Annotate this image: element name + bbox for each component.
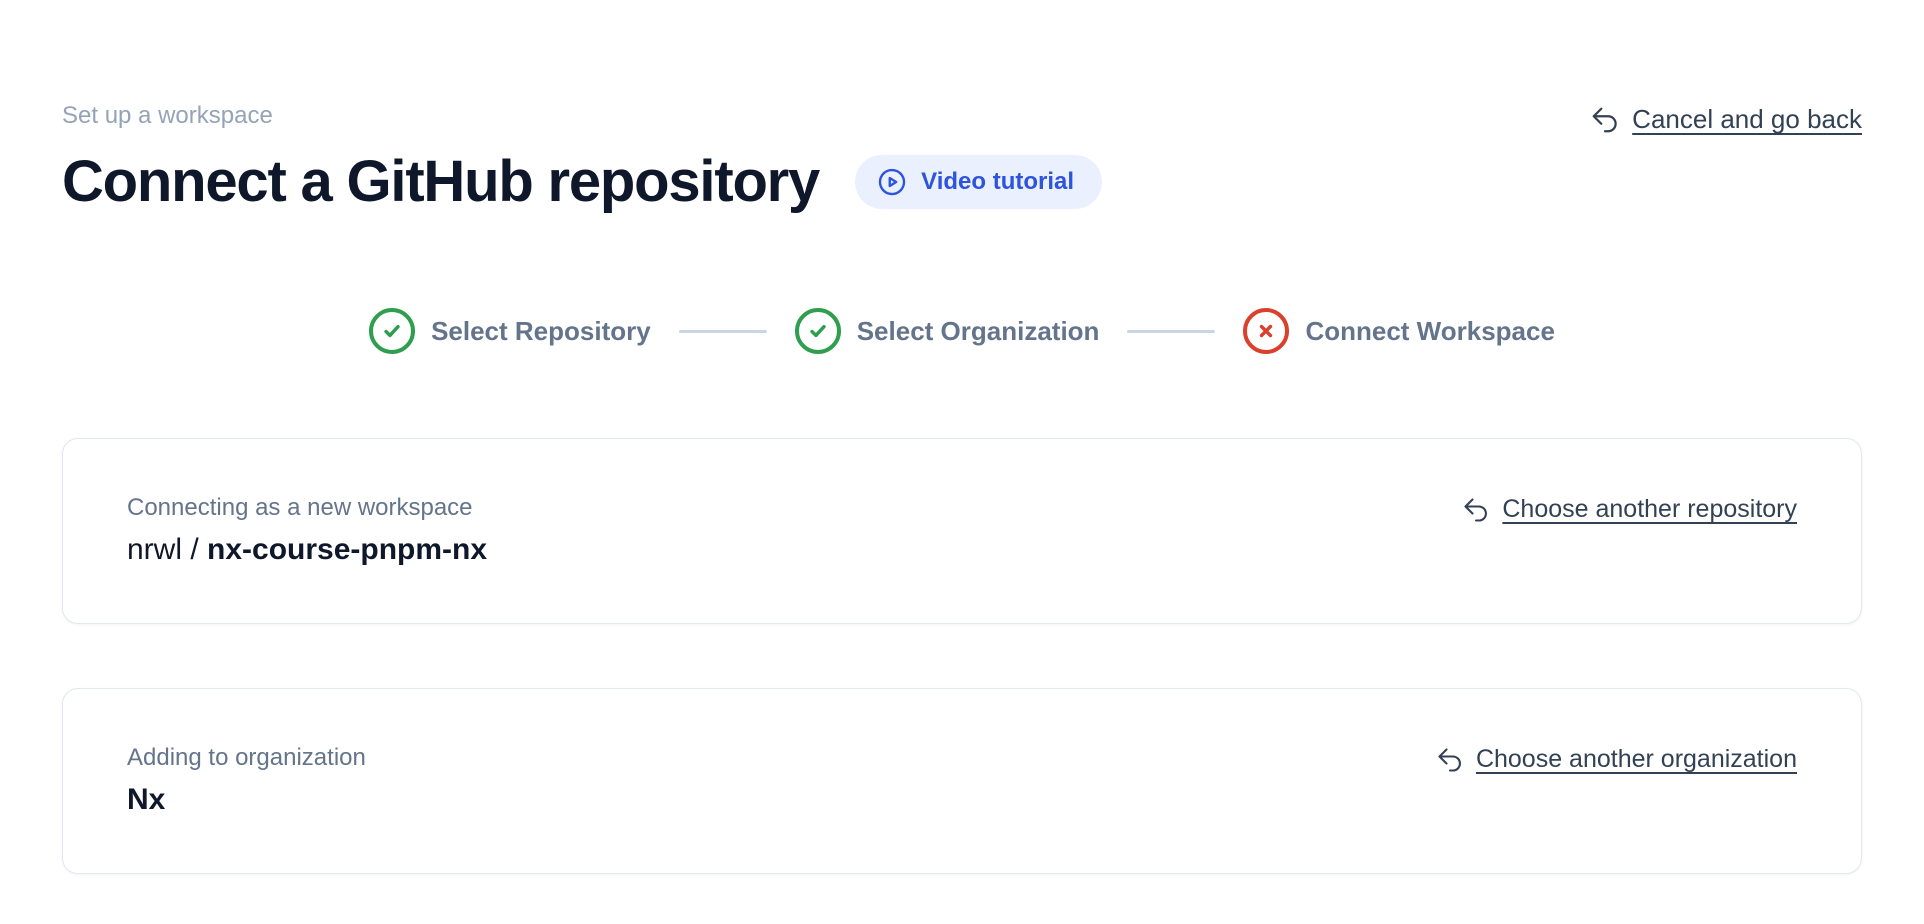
setup-workspace-page: Set up a workspace Connect a GitHub repo…: [62, 102, 1862, 874]
step-select-organization: Select Organization: [794, 308, 1100, 354]
step-connector: [1127, 329, 1216, 333]
title-row: Connect a GitHub repository Video tutori…: [62, 149, 1103, 214]
choose-another-organization-label: Choose another organization: [1475, 745, 1797, 773]
organization-card: Adding to organization Nx Choose another…: [62, 688, 1862, 874]
step-select-repository: Select Repository: [369, 308, 651, 354]
repository-card: Connecting as a new workspace nrwl / nx-…: [62, 438, 1862, 624]
step-connector: [678, 329, 767, 333]
play-circle-icon: [877, 167, 907, 197]
video-tutorial-button[interactable]: Video tutorial: [855, 155, 1103, 209]
repository-owner: nrwl: [127, 533, 183, 566]
step-label: Connect Workspace: [1305, 315, 1555, 346]
step-label: Select Organization: [856, 315, 1100, 346]
repository-name: nrwl / nx-course-pnpm-nx: [127, 531, 487, 569]
repository-separator: /: [182, 533, 208, 566]
undo-arrow-icon: [1436, 746, 1464, 774]
page-header: Set up a workspace Connect a GitHub repo…: [62, 102, 1862, 212]
eyebrow-label: Set up a workspace: [62, 102, 273, 129]
repository-repo: nx-course-pnpm-nx: [207, 533, 488, 566]
repository-card-info: Connecting as a new workspace nrwl / nx-…: [127, 493, 487, 569]
organization-card-label: Adding to organization: [127, 744, 366, 771]
cancel-and-go-back-label: Cancel and go back: [1632, 104, 1862, 134]
undo-arrow-icon: [1462, 496, 1490, 524]
video-tutorial-label: Video tutorial: [921, 168, 1075, 195]
choose-another-organization-link[interactable]: Choose another organization: [1436, 745, 1797, 774]
x-circle-icon: [1243, 308, 1290, 354]
undo-arrow-icon: [1590, 105, 1620, 135]
check-circle-icon: [794, 308, 841, 354]
organization-card-info: Adding to organization Nx: [127, 743, 366, 819]
step-label: Select Repository: [431, 315, 651, 346]
check-circle-icon: [369, 308, 416, 354]
choose-another-repository-link[interactable]: Choose another repository: [1462, 495, 1797, 524]
cancel-and-go-back-link[interactable]: Cancel and go back: [1590, 104, 1862, 135]
organization-name: Nx: [127, 783, 166, 816]
progress-stepper: Select Repository Select Organization Co…: [62, 308, 1862, 354]
header-left: Set up a workspace Connect a GitHub repo…: [62, 102, 1103, 214]
step-connect-workspace: Connect Workspace: [1243, 308, 1555, 354]
choose-another-repository-label: Choose another repository: [1502, 495, 1797, 523]
repository-card-label: Connecting as a new workspace: [127, 494, 473, 521]
page-title: Connect a GitHub repository: [62, 149, 820, 214]
